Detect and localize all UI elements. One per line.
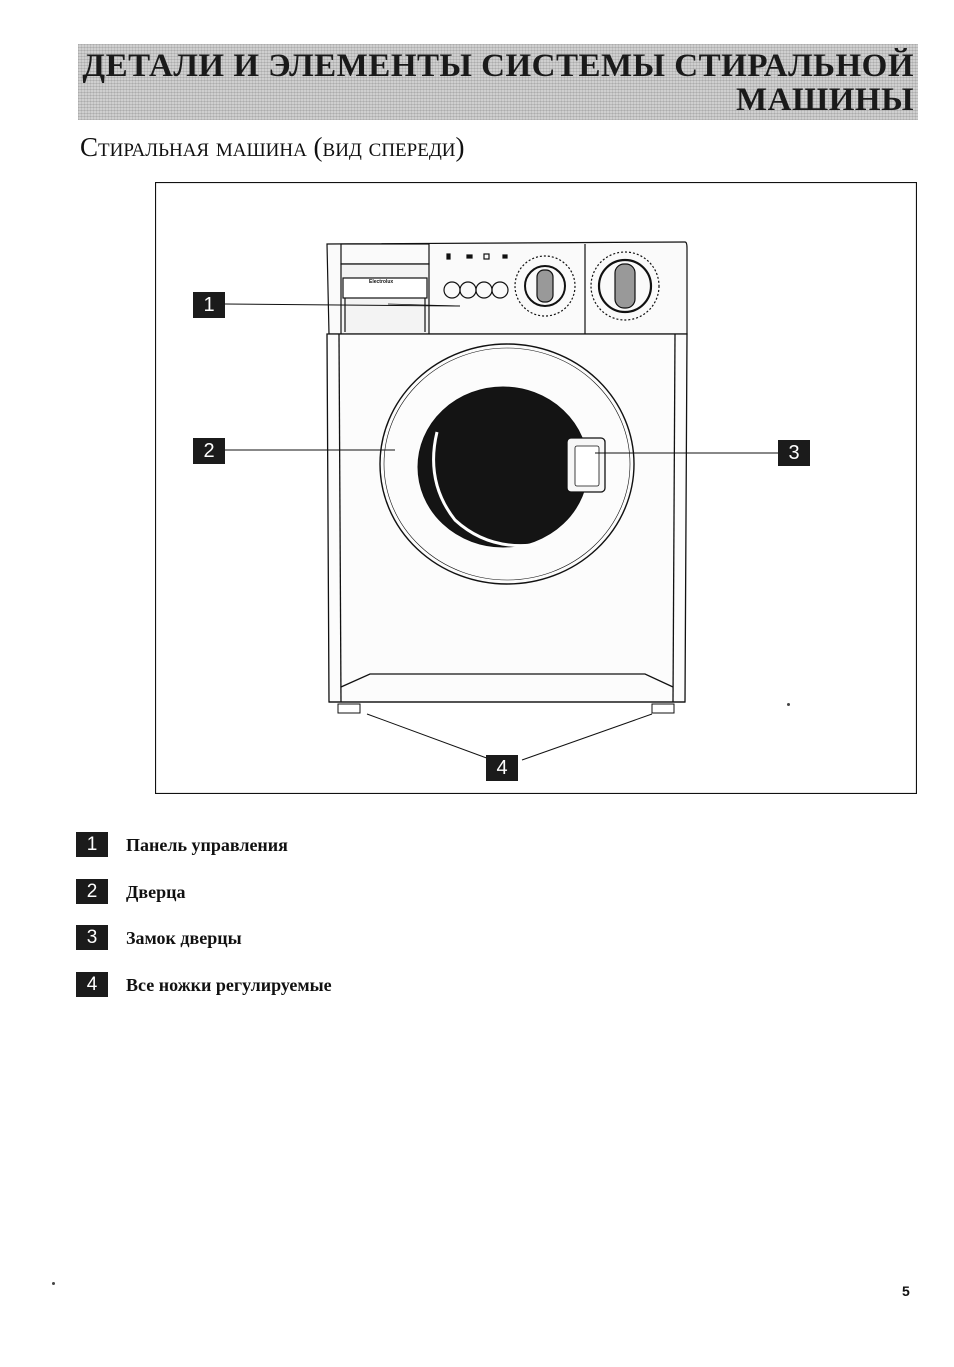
legend-label: Дверца: [126, 882, 186, 902]
legend-item: 4 Все ножки регулируемые: [76, 972, 496, 998]
callout-4: 4: [486, 755, 518, 781]
scan-speck: [52, 1282, 55, 1285]
button-4: [491, 281, 509, 299]
callout-1: 1: [193, 292, 225, 318]
legend-badge: 4: [76, 972, 108, 997]
program-dial-ring: [590, 251, 660, 321]
page-title-line-2: МАШИНЫ: [736, 82, 914, 118]
callout-3: 3: [778, 440, 810, 466]
section-subtitle-text: Стиральная машина (вид спереди): [80, 132, 465, 162]
washing-machine-figure: 1 2 3 4 Electrolux: [155, 182, 917, 794]
door: [379, 343, 635, 585]
legend-item: 2 Дверца: [76, 879, 496, 905]
temperature-knob: [524, 265, 566, 307]
brand-logo: Electrolux: [369, 279, 394, 285]
legend-item: 1 Панель управления: [76, 832, 496, 858]
figure-frame: [155, 182, 917, 794]
door-outer-ring: [379, 343, 635, 585]
legend-label: Замок дверцы: [126, 928, 242, 948]
scan-speck: [787, 703, 790, 706]
legend-badge: 3: [76, 925, 108, 950]
foot-left: [337, 703, 361, 714]
program-knob: [597, 258, 653, 314]
legend-label: Все ножки регулируемые: [126, 975, 332, 995]
leader-lines: [224, 303, 780, 761]
callout-2: 2: [193, 438, 225, 464]
door-glass: [417, 386, 589, 548]
legend-item: 3 Замок дверцы: [76, 925, 496, 951]
washing-machine-illustration: [155, 182, 917, 794]
foot-right: [651, 703, 675, 714]
title-banner: ДЕТАЛИ И ЭЛЕМЕНТЫ СИСТЕМЫ СТИРАЛЬНОЙ МАШ…: [78, 44, 918, 120]
legend-badge: 1: [76, 832, 108, 857]
section-subtitle: Стиральная машина (вид спереди): [80, 132, 465, 163]
page-number: 5: [902, 1283, 910, 1299]
detergent-drawer: [340, 263, 430, 335]
temperature-dial-ring: [514, 255, 576, 317]
adjustable-feet: [337, 703, 675, 714]
page-title-line-1: ДЕТАЛИ И ЭЛЕМЕНТЫ СИСТЕМЫ СТИРАЛЬНОЙ: [82, 48, 914, 84]
drawer-handle: [342, 277, 428, 299]
legend-badge: 2: [76, 879, 108, 904]
control-panel: [326, 241, 688, 335]
legend-label: Панель управления: [126, 835, 288, 855]
